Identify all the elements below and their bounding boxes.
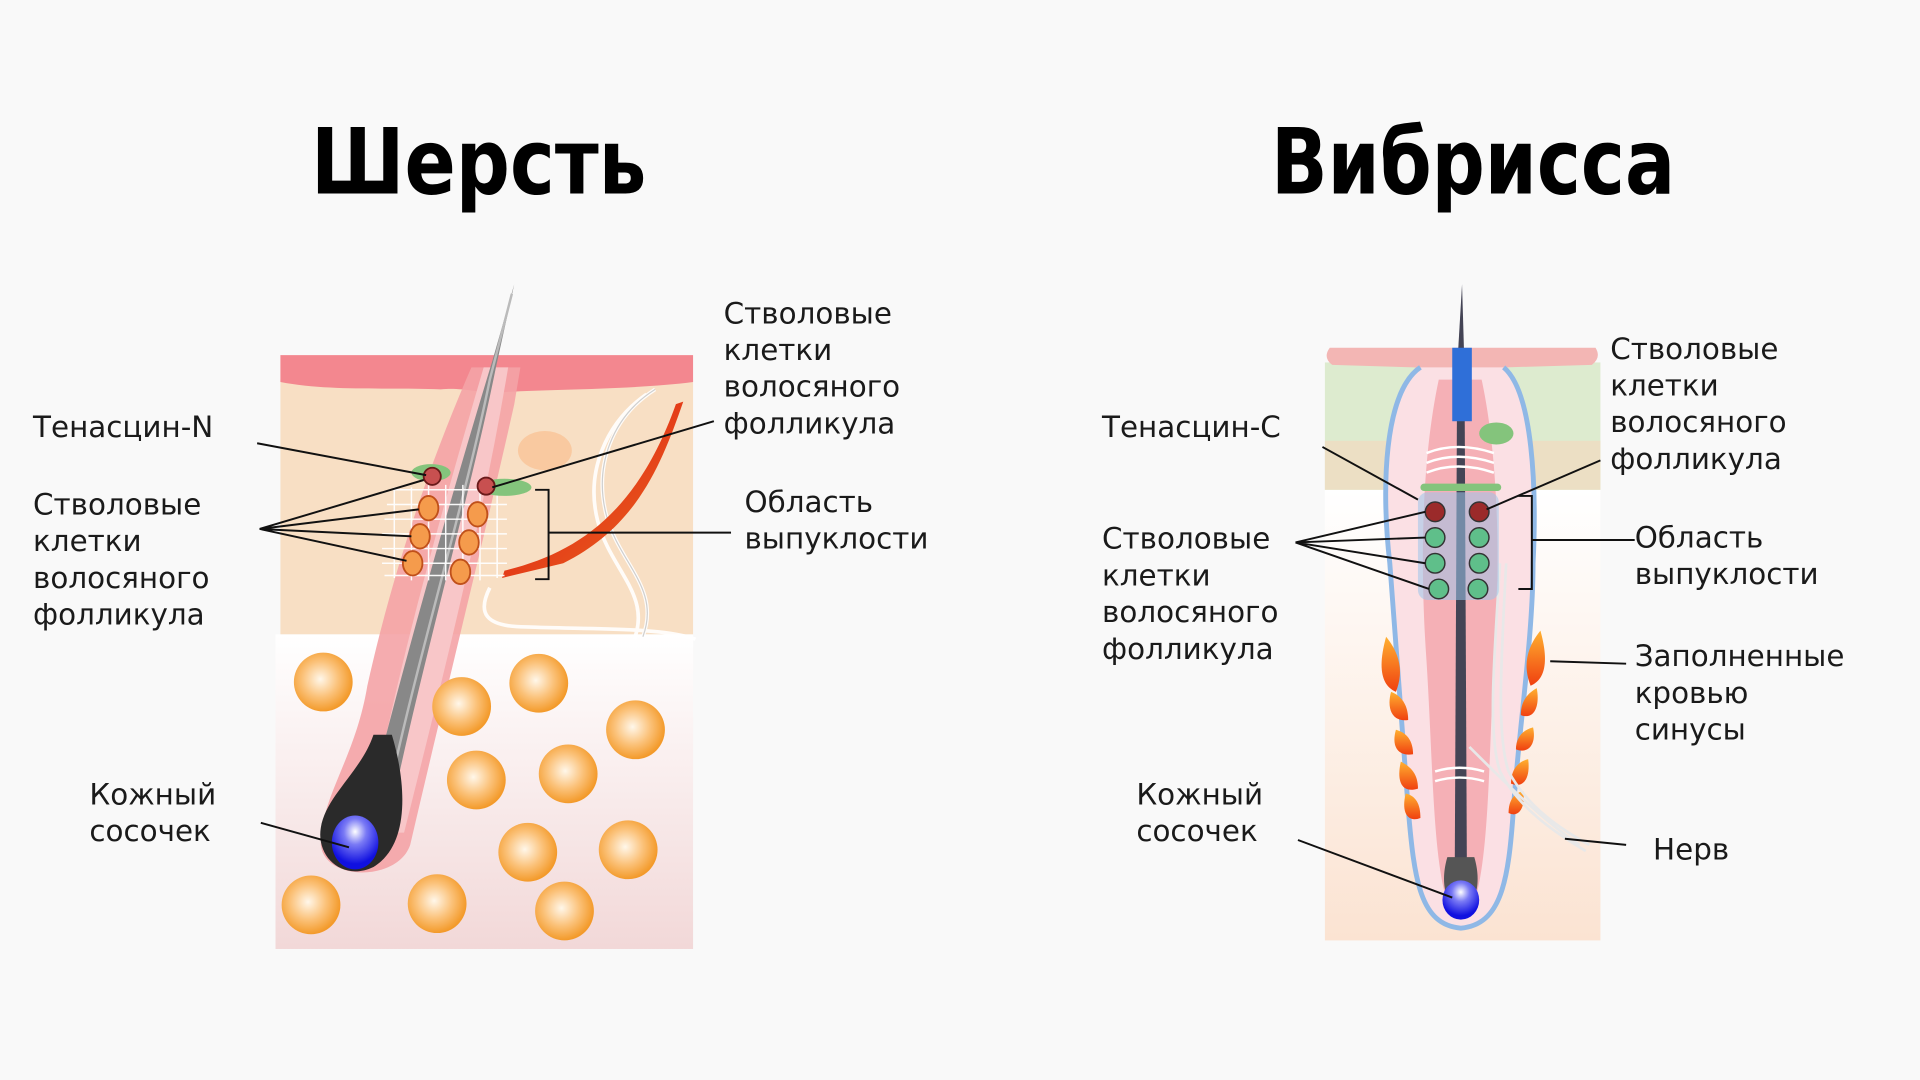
svg-text:волосяного: волосяного: [724, 370, 900, 404]
fat-cells: [281, 652, 665, 941]
svg-text:Область: Область: [744, 485, 873, 519]
stem-cells: [1424, 501, 1490, 600]
svg-text:сосочек: сосочек: [1136, 814, 1257, 848]
svg-text:фолликула: фолликула: [1610, 442, 1782, 476]
label-tenascin-c: Тенасцин-C: [1101, 410, 1281, 444]
stem-cells: [401, 466, 496, 585]
label-papilla: Кожный сосочек: [89, 777, 216, 848]
svg-text:Стволовые: Стволовые: [1610, 332, 1778, 366]
hair-shaft: [367, 284, 515, 809]
svg-text:клетки: клетки: [724, 333, 833, 367]
svg-text:фолликула: фолликула: [33, 597, 205, 631]
label-bulge: Область выпуклости: [744, 485, 928, 556]
leader-lines: [256, 420, 732, 849]
dermal-papilla: [1442, 880, 1480, 920]
label-tenascin-n: Тенасцин-N: [32, 410, 213, 444]
svg-text:волосяного: волосяного: [1102, 595, 1278, 629]
arrector-muscle: [502, 401, 684, 578]
svg-text:Стволовые: Стволовые: [1102, 522, 1270, 556]
svg-text:Область: Область: [1635, 520, 1764, 554]
svg-text:выпуклости: выпуклости: [1635, 557, 1819, 591]
label-stem-cells-right: Стволовые клетки волосяного фолликула: [1610, 332, 1786, 476]
svg-text:волосяного: волосяного: [33, 561, 209, 595]
sebaceous-gland: [517, 431, 572, 471]
tenascin-region: [1479, 422, 1514, 445]
label-stem-cells-left: Стволовые клетки волосяного фолликула: [33, 487, 209, 631]
svg-text:кровью: кровью: [1635, 676, 1749, 710]
svg-text:сосочек: сосочек: [89, 814, 210, 848]
svg-text:клетки: клетки: [1610, 369, 1719, 403]
svg-text:фолликула: фолликула: [724, 406, 896, 440]
fur-follicle-diagram: [256, 284, 732, 949]
svg-text:выпуклости: выпуклости: [744, 522, 928, 556]
label-stem-cells-left: Стволовые клетки волосяного фолликула: [1102, 522, 1278, 666]
svg-text:Стволовые: Стволовые: [33, 487, 201, 521]
nerve: [1468, 563, 1591, 853]
label-bulge: Область выпуклости: [1635, 520, 1819, 591]
svg-text:синусы: синусы: [1635, 713, 1746, 747]
blood-sinuses: [1381, 630, 1545, 820]
dermal-papilla: [331, 815, 379, 870]
svg-text:фолликула: фолликула: [1102, 632, 1274, 666]
svg-text:клетки: клетки: [33, 524, 142, 558]
label-sinus: Заполненные кровью синусы: [1635, 639, 1845, 746]
label-stem-cells-right: Стволовые клетки волосяного фолликула: [724, 296, 900, 440]
title-fur: Шерсть: [311, 110, 647, 215]
svg-text:Заполненные: Заполненные: [1635, 639, 1845, 673]
svg-text:Кожный: Кожный: [1136, 777, 1263, 811]
svg-text:клетки: клетки: [1102, 558, 1211, 592]
label-papilla: Кожный сосочек: [1136, 777, 1263, 848]
svg-text:Кожный: Кожный: [89, 777, 216, 811]
vibrissa-follicle-diagram: [1295, 284, 1635, 941]
svg-text:Стволовые: Стволовые: [724, 296, 892, 330]
svg-text:волосяного: волосяного: [1610, 405, 1786, 439]
title-vibrissa: Вибрисса: [1271, 110, 1675, 215]
label-nerve: Нерв: [1653, 833, 1729, 867]
leader-lines: [1295, 446, 1635, 899]
